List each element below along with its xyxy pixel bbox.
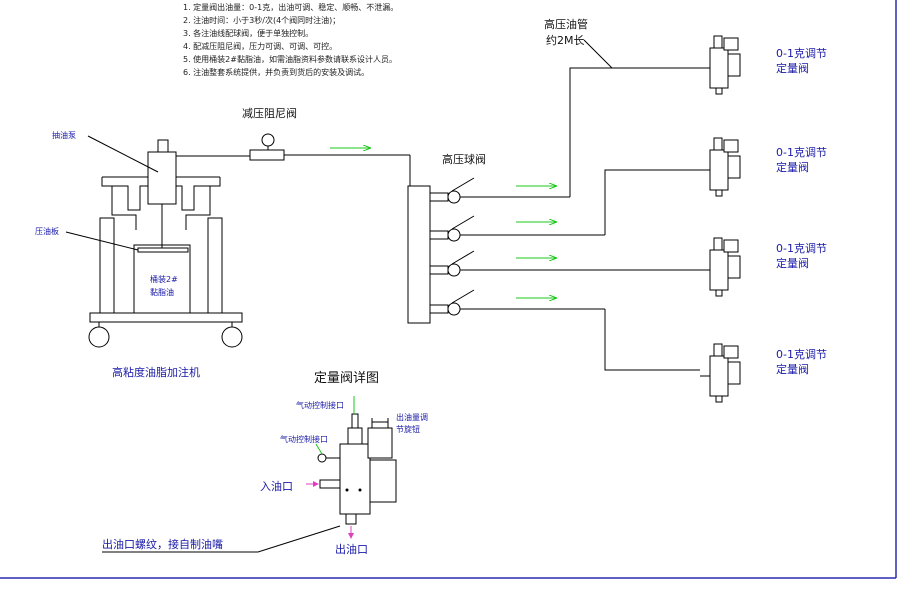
press-plate-label: 压油板 [35, 226, 59, 236]
output-1-line2: 定量阀 [776, 61, 809, 75]
note-2: 2. 注油时间：小于3秒/次(4个阀同时注油)； [183, 15, 340, 25]
metering-valve-1 [700, 35, 741, 95]
inlet-label: 入油口 [260, 479, 293, 493]
pipe-label-1: 高压油管 [544, 17, 588, 31]
barrel-label-1: 桶装2# [150, 274, 178, 284]
pump-label: 抽油泵 [52, 130, 76, 140]
ball-valve-3 [429, 250, 700, 277]
air-port-label-1: 气动控制接口 [296, 400, 344, 410]
outlet-label: 出油口 [335, 542, 368, 556]
manifold [407, 185, 431, 324]
adjust-label-1: 出油量调 [396, 412, 428, 422]
pipe-leader [583, 39, 613, 69]
air-port-label-2: 气动控制接口 [280, 434, 328, 444]
metering-valve-2 [700, 137, 741, 197]
pipe-label-2: 约2M长 [546, 34, 585, 47]
note-6: 6. 注油整套系统提供，并负责到货后的安装及调试。 [183, 67, 369, 77]
barrel-label-2: 黏脂油 [150, 287, 174, 297]
detail-title: 定量阀详图 [314, 371, 379, 386]
ball-valve-2 [429, 215, 605, 242]
output-2-line1: 0-1克调节 [776, 146, 827, 159]
output-4-line2: 定量阀 [776, 362, 809, 376]
note-5: 5. 使用桶装2#黏脂油，如需油脂资料参数请联系设计人员。 [183, 54, 397, 64]
note-3: 3. 各注油线配球阀，便于单独控制。 [183, 28, 313, 38]
reducer-valve-label: 减压阻尼阀 [242, 106, 297, 120]
machine-title: 高粘度油脂加注机 [112, 365, 200, 379]
note-1: 1. 定量阀出油量：0-1克，出油可调、稳定、顺畅、不泄漏。 [183, 2, 398, 12]
output-3-line2: 定量阀 [776, 256, 809, 270]
adjust-label-2: 节旋钮 [396, 424, 420, 434]
output-2-line2: 定量阀 [776, 160, 809, 174]
ball-valve-label: 高压球阀 [442, 152, 486, 166]
note-4: 4. 配减压阻尼阀，压力可调、可调、可控。 [183, 41, 337, 51]
output-4-line1: 0-1克调节 [776, 348, 827, 361]
metering-valve-4 [700, 343, 741, 403]
ball-valve-1 [429, 177, 570, 204]
metering-valve-detail [315, 396, 397, 525]
pipes [569, 67, 700, 371]
notes-block: 1. 定量阀出油量：0-1克，出油可调、稳定、顺畅、不泄漏。 2. 注油时间：小… [183, 2, 398, 77]
pump-leader [87, 135, 159, 173]
press-plate-leader [65, 231, 139, 251]
metering-valve-3 [700, 237, 741, 297]
output-3-line1: 0-1克调节 [776, 242, 827, 255]
ball-valve-4 [429, 289, 605, 316]
reducer-valve [249, 133, 411, 186]
outlet-note: 出油口螺纹，接自制油嘴 [102, 537, 223, 551]
output-1-line1: 0-1克调节 [776, 47, 827, 60]
outlet-note-leader [102, 525, 341, 553]
grease-machine [88, 139, 250, 348]
